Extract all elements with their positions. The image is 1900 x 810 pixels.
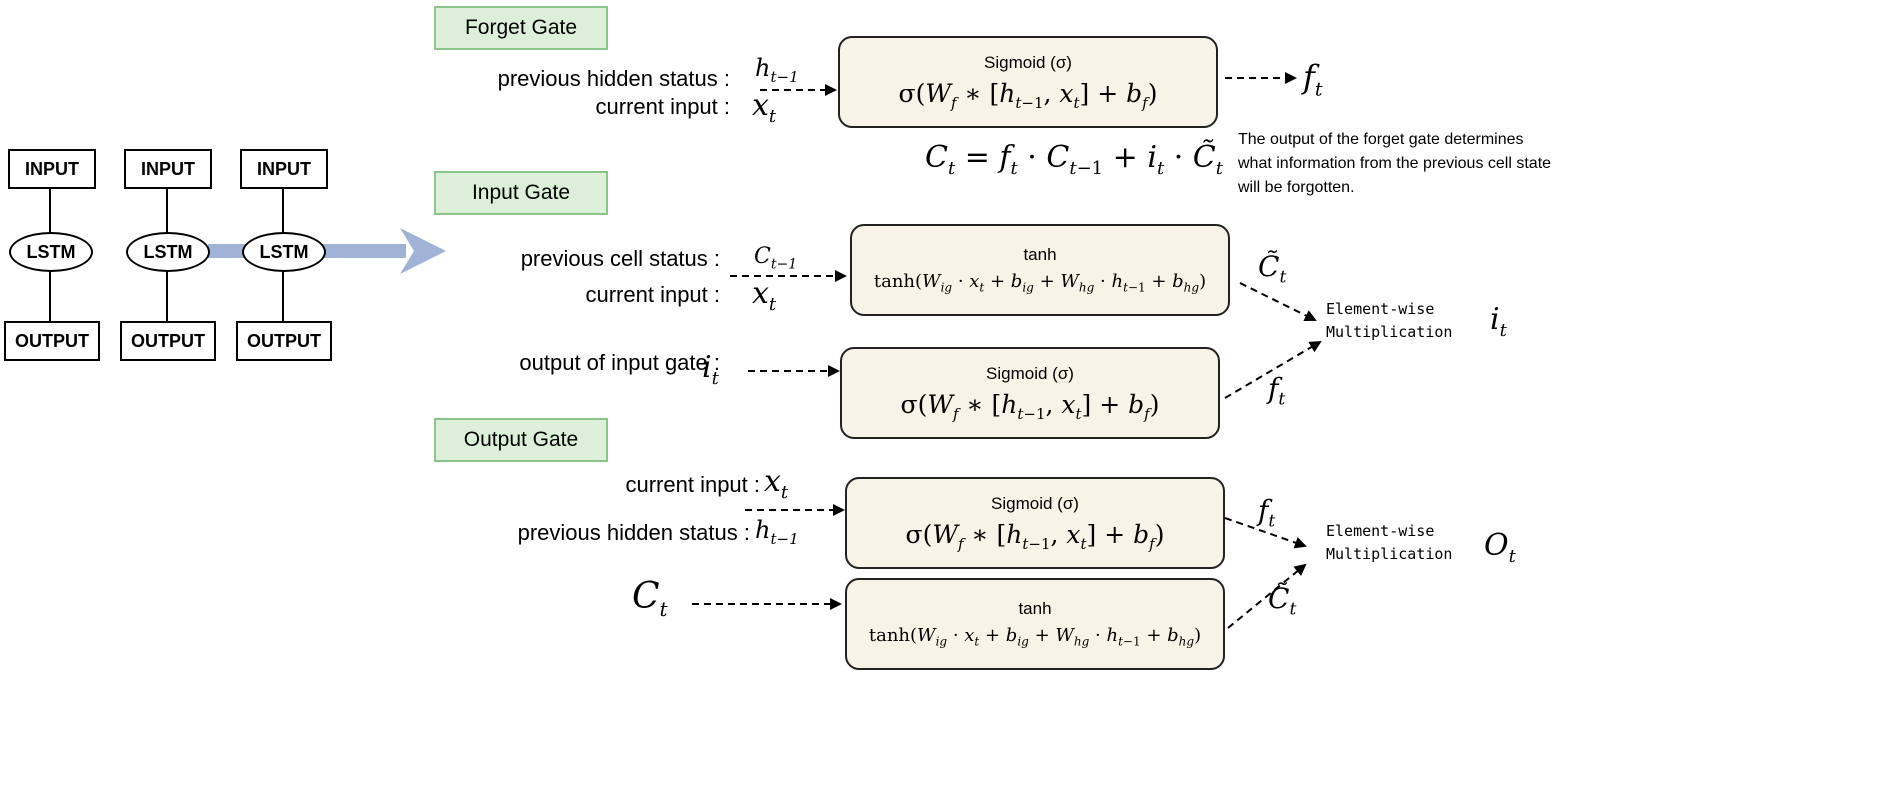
forget-gate-note: The output of the forget gate determines… — [1238, 131, 1552, 196]
chain-input-box-1: INPUT — [8, 149, 96, 189]
input-gate-label: Input Gate — [434, 171, 608, 215]
chain-input-box-3: INPUT — [240, 149, 328, 189]
input-output-of-input-gate-label: output of input gate : — [519, 350, 720, 375]
cell-update-formula: Ct = ft · Ct−1 + it · C̃t — [925, 140, 1223, 179]
chain-output-label: OUTPUT — [247, 330, 321, 351]
input-x-symbol: xt — [752, 276, 777, 315]
input-ctilde-arrow — [1239, 282, 1317, 321]
input-sigmoid-formula: σ(Wf ∗ [ht−1, xt] + bf) — [900, 389, 1160, 423]
output-prev-hidden-label: previous hidden status : — [517, 520, 750, 545]
output-h-prev-symbol: ht−1 — [755, 516, 799, 548]
chain-lstm-node-3: LSTM — [242, 232, 326, 272]
forget-sigmoid-formula: σ(Wf ∗ [ht−1, xt] + bf) — [898, 78, 1158, 112]
chain-input-label: INPUT — [25, 158, 79, 179]
forget-output-symbol: ft — [1303, 58, 1323, 101]
chain-output-label: OUTPUT — [131, 330, 205, 351]
output-ctilde-symbol: C̃t — [1268, 582, 1297, 620]
chain-output-box-1: OUTPUT — [4, 321, 100, 361]
output-ct-symbol: Ct — [632, 576, 668, 622]
forget-gate-label: Forget Gate — [434, 6, 608, 50]
output-sigmoid-box: Sigmoid (σ) σ(Wf ∗ [ht−1, xt] + bf) — [845, 477, 1225, 569]
output-result-symbol: Ot — [1484, 528, 1516, 567]
chain-lstm-label: LSTM — [259, 241, 309, 262]
output-gate-label: Output Gate — [434, 418, 608, 462]
chain-input-label: INPUT — [141, 158, 195, 179]
chain-output-box-3: OUTPUT — [236, 321, 332, 361]
input-ctilde-symbol: C̃t — [1258, 250, 1287, 288]
input-tanh-title: tanh — [1023, 245, 1057, 265]
forget-sigmoid-box: Sigmoid (σ) σ(Wf ∗ [ht−1, xt] + bf) — [838, 36, 1218, 128]
input-ft-symbol: ft — [1268, 372, 1286, 410]
input-sigmoid-box: Sigmoid (σ) σ(Wf ∗ [ht−1, xt] + bf) — [840, 347, 1220, 439]
output-tanh-formula: tanh(Wig · xt + big + Whg · ht−1 + bhg) — [868, 625, 1202, 649]
output-tanh-box: tanh tanh(Wig · xt + big + Whg · ht−1 + … — [845, 578, 1225, 670]
input-current-input-label: current input : — [585, 282, 720, 307]
output-tanh-title: tanh — [1018, 599, 1052, 619]
forget-x-symbol: xt — [752, 88, 777, 127]
output-ft-symbol: ft — [1258, 494, 1276, 532]
chain-connectors — [49, 187, 284, 323]
output-current-input-label: current input : — [625, 472, 760, 497]
forget-current-input-label: current input : — [595, 94, 730, 119]
chain-lstm-node-2: LSTM — [126, 232, 210, 272]
input-ft-arrow — [1224, 340, 1322, 399]
output-x-symbol: xt — [764, 464, 789, 503]
output-sigmoid-title: Sigmoid (σ) — [991, 493, 1079, 513]
chain-output-box-2: OUTPUT — [120, 321, 216, 361]
chain-input-label: INPUT — [257, 158, 311, 179]
output-sigmoid-formula: σ(Wf ∗ [ht−1, xt] + bf) — [905, 519, 1165, 553]
forget-prev-hidden-label: previous hidden status : — [497, 66, 730, 91]
input-c-prev-symbol: Ct−1 — [754, 244, 798, 273]
chain-lstm-label: LSTM — [143, 241, 193, 262]
input-sigmoid-title: Sigmoid (σ) — [986, 363, 1074, 383]
chain-lstm-label: LSTM — [26, 241, 76, 262]
input-tanh-formula: tanh(Wig · xt + big + Whg · ht−1 + bhg) — [873, 271, 1207, 295]
input-result-symbol: it — [1490, 302, 1507, 341]
output-ft-arrow — [1224, 517, 1307, 549]
forget-sigmoid-title: Sigmoid (σ) — [984, 52, 1072, 72]
forget-h-prev-symbol: ht−1 — [755, 54, 799, 86]
input-i-symbol: it — [702, 350, 719, 389]
output-ctilde-arrow — [1227, 563, 1307, 629]
chain-input-box-2: INPUT — [124, 149, 212, 189]
chain-output-label: OUTPUT — [15, 330, 89, 351]
input-tanh-box: tanh tanh(Wig · xt + big + Whg · ht−1 + … — [850, 224, 1230, 316]
chain-lstm-node-1: LSTM — [9, 232, 93, 272]
input-prev-cell-label: previous cell status : — [520, 246, 720, 271]
